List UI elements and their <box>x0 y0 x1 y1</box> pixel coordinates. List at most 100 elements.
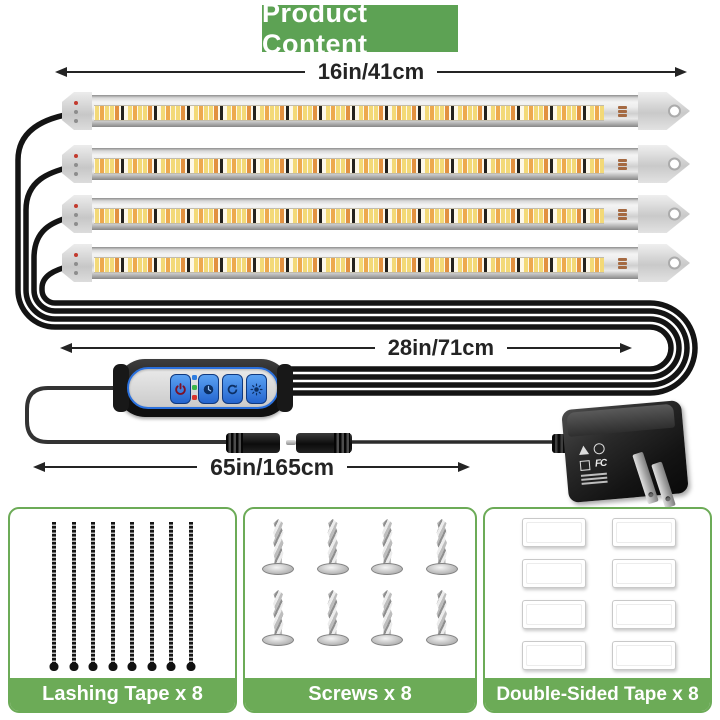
screw-head <box>425 563 458 575</box>
strip-left-endcap <box>62 244 92 282</box>
lashing-tape-item <box>188 522 193 663</box>
indicator-led-green <box>192 385 197 390</box>
dimension-strip-length: 16in/41cm <box>55 59 687 85</box>
mounting-hole-icon <box>668 104 681 118</box>
strip-right-endcap <box>638 92 690 130</box>
lashing-tape-item <box>110 522 115 663</box>
double-sided-tapes <box>485 518 710 670</box>
dimension-power-cable: 65in/165cm <box>33 452 470 482</box>
wire-pad-red <box>74 154 78 158</box>
double-sided-tape-item <box>611 559 676 588</box>
double-sided-tape-item <box>611 600 676 629</box>
mounting-hole-icon <box>668 256 681 270</box>
dc-female-connector <box>226 433 280 453</box>
strip-led-band <box>94 257 604 273</box>
middle-cable-label: 28in/71cm <box>387 335 495 360</box>
page-title-text: Product Content <box>262 0 368 59</box>
strip-left-endcap <box>62 92 92 130</box>
kit-card-screws: Screws x 8 <box>243 507 477 713</box>
screw-head <box>262 563 295 575</box>
kit-card-double-sided-tape: Double-Sided Tape x 8 <box>483 507 712 713</box>
lashing-tape-item <box>169 522 174 663</box>
screw-shaft <box>382 519 393 565</box>
double-sided-tape-item <box>611 518 676 547</box>
screw-item <box>315 519 351 577</box>
arrowhead-right-icon <box>620 343 632 353</box>
screw-head <box>371 563 404 575</box>
mode-cycle-button <box>222 374 243 404</box>
power-icon <box>175 382 186 395</box>
kit-card-label: Double-Sided Tape x 8 <box>485 678 710 711</box>
screw-shaft <box>436 519 447 565</box>
lashing-tape-item <box>71 522 76 663</box>
strip-led-band <box>94 208 604 224</box>
screw-shaft <box>273 590 284 636</box>
wire-pad <box>74 222 78 226</box>
dimmer-button <box>246 374 267 404</box>
indicator-led-red <box>192 395 197 400</box>
mode-cycle-icon <box>227 384 238 394</box>
kit-card-label: Lashing Tape x 8 <box>10 678 235 711</box>
arrowhead-right-icon <box>458 462 470 472</box>
dimmer-icon <box>250 382 263 396</box>
screw-item <box>424 590 460 648</box>
strip-led-band <box>94 105 604 121</box>
led-strip <box>62 92 690 130</box>
screw-head <box>425 634 458 646</box>
double-sided-tape-item <box>611 641 676 670</box>
arrowhead-right-icon <box>675 67 687 77</box>
timer-button <box>198 374 219 404</box>
double-sided-tape-item <box>521 641 586 670</box>
double-sided-tape-item <box>521 518 586 547</box>
lashing-tapes <box>10 522 235 663</box>
screw-head <box>262 634 295 646</box>
screw-shaft <box>273 519 284 565</box>
led-strip <box>62 244 690 282</box>
inline-controller <box>113 359 293 417</box>
strip-right-endcap <box>638 244 690 282</box>
screw-item <box>260 590 296 648</box>
lashing-tape-item <box>91 522 96 663</box>
strip-right-endcap <box>638 145 690 183</box>
wire-pad <box>74 213 78 217</box>
wire-pad <box>74 163 78 167</box>
square-mark-icon <box>579 459 591 471</box>
strip-solder-pads <box>618 208 632 223</box>
strip-left-endcap <box>62 145 92 183</box>
strip-solder-pads <box>618 257 632 272</box>
wire-pad-red <box>74 101 78 105</box>
dc-plug-pin <box>286 440 296 445</box>
screw-head <box>316 634 349 646</box>
print-text-lines <box>580 470 634 485</box>
wire-pad <box>74 119 78 123</box>
lashing-tape-item <box>52 522 56 663</box>
screw-head <box>371 634 404 646</box>
fcc-mark: FC <box>594 457 607 470</box>
screw-shaft <box>327 519 338 565</box>
screw-shaft <box>327 590 338 636</box>
strip-right-endcap <box>638 195 690 233</box>
strip-length-label: 16in/41cm <box>317 59 425 84</box>
screw-head <box>316 563 349 575</box>
wire-pad <box>74 271 78 275</box>
wire-pad-red <box>74 253 78 257</box>
lashing-tape-item <box>130 522 135 663</box>
led-strip <box>62 195 690 233</box>
wire-pad <box>74 110 78 114</box>
screw-shaft <box>436 590 447 636</box>
power-adapter: FC <box>552 399 697 512</box>
double-sided-tape-item <box>521 559 586 588</box>
timer-icon <box>203 384 214 394</box>
screw-shaft <box>382 590 393 636</box>
arrowhead-left-icon <box>60 343 72 353</box>
led-strip <box>62 145 690 183</box>
screw-item <box>369 590 405 648</box>
circle-mark-icon <box>593 442 606 455</box>
mounting-hole-icon <box>668 157 681 171</box>
triangle-mark-icon <box>578 445 590 456</box>
adapter-certification-print: FC <box>578 441 633 487</box>
strip-solder-pads <box>618 105 632 120</box>
page-title: Product Content <box>262 0 458 59</box>
wire-pad <box>74 262 78 266</box>
